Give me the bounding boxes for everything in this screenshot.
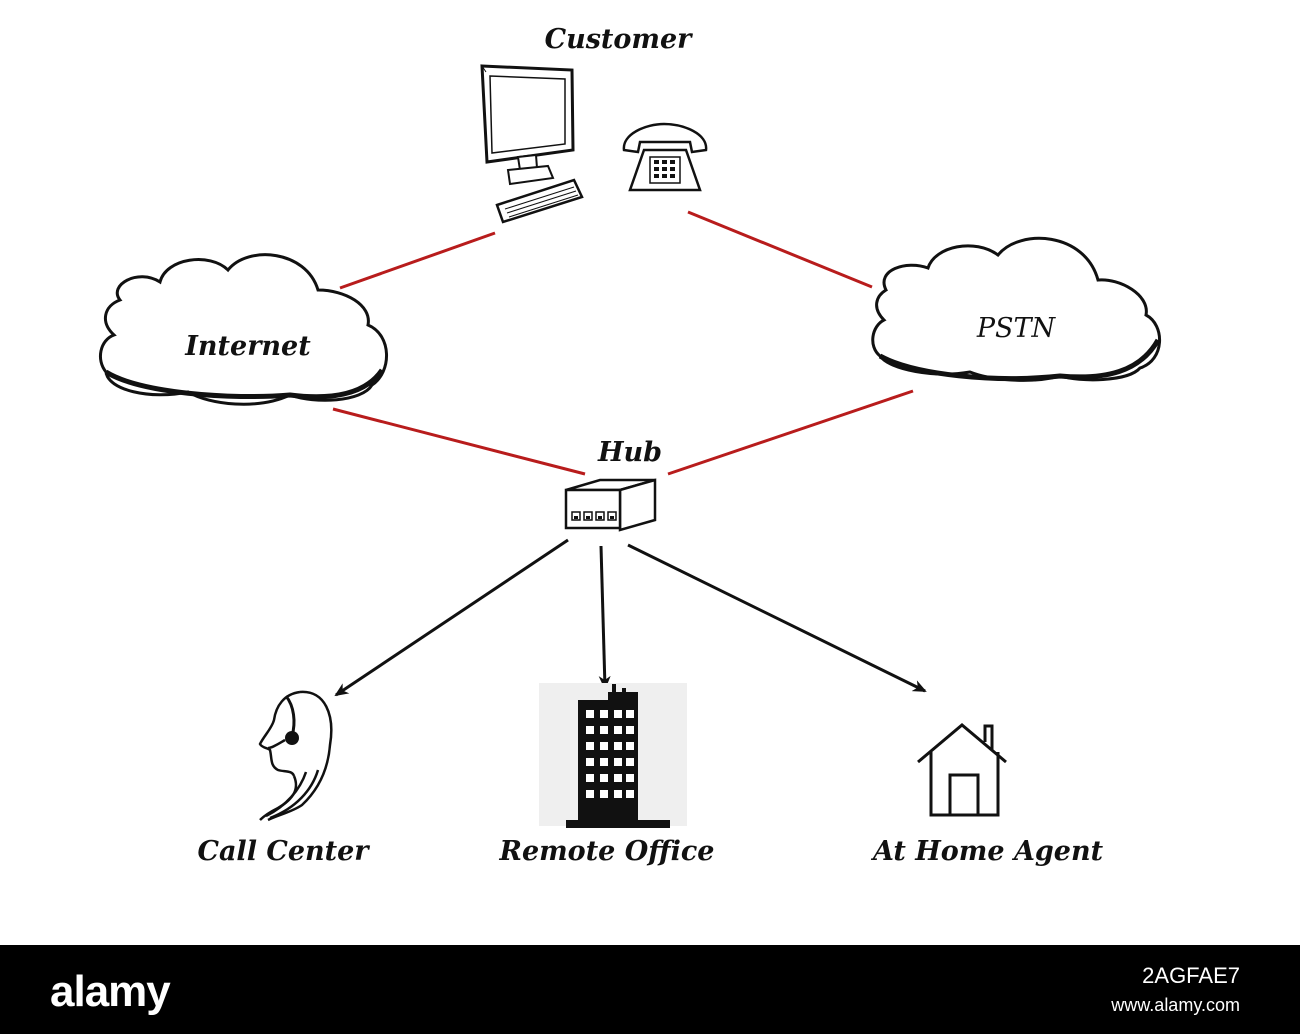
pstn-label: PSTN <box>976 313 1057 344</box>
watermark-bar: alamy 2AGFAE7 www.alamy.com <box>0 945 1300 1034</box>
call-center-label: Call Center <box>197 836 370 867</box>
customer-label: Customer <box>545 24 694 55</box>
watermark-url: www.alamy.com <box>1111 995 1240 1015</box>
cloud-icon <box>871 236 1161 382</box>
network-hub-icon <box>564 478 657 532</box>
cloud-icon <box>98 253 388 406</box>
arrow-hub-home-agent <box>627 543 927 693</box>
cloud-shadow <box>104 368 385 400</box>
home-agent-label: At Home Agent <box>870 836 1104 867</box>
watermark-logo: alamy <box>50 967 171 1016</box>
connector-customer-internet <box>339 231 496 290</box>
computer-icon <box>480 64 584 224</box>
connector-internet-hub <box>332 407 586 476</box>
hub-label: Hub <box>597 437 662 468</box>
internet-label: Internet <box>184 331 311 362</box>
network-diagram: Customer Internet PSTN Hub Call Center R… <box>98 24 1161 867</box>
arrow-hub-remote-office <box>598 545 611 690</box>
watermark-image-id: 2AGFAE7 <box>1142 963 1240 988</box>
office-building-icon <box>539 683 687 828</box>
house-icon <box>917 723 1007 817</box>
cloud-shadow <box>878 338 1161 381</box>
connector-customer-pstn <box>687 210 873 289</box>
telephone-icon <box>622 122 708 192</box>
headset-agent-icon <box>258 690 333 822</box>
connector-pstn-hub <box>667 389 914 476</box>
arrow-hub-call-center <box>334 538 569 697</box>
remote-office-label: Remote Office <box>499 836 715 867</box>
